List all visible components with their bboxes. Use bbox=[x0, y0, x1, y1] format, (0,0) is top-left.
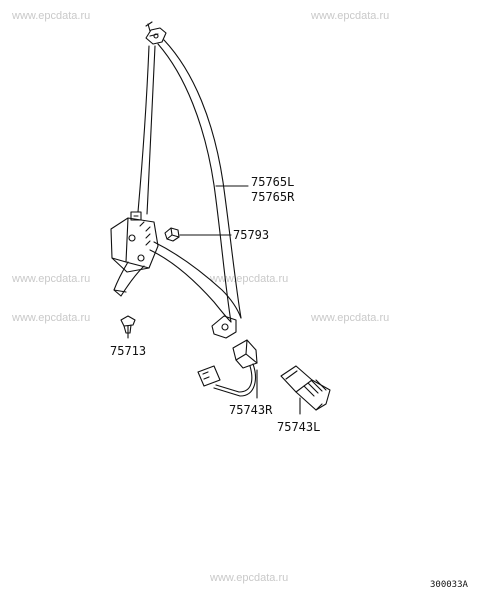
vertical-belt-webbing bbox=[137, 45, 156, 215]
part-number-label[interactable]: 75713 bbox=[110, 344, 147, 358]
lower-anchor-plate bbox=[211, 315, 237, 339]
watermark: www.epcdata.ru bbox=[210, 273, 289, 285]
watermark: www.epcdata.ru bbox=[12, 10, 91, 22]
watermark: www.epcdata.ru bbox=[210, 572, 289, 584]
part-number-label[interactable]: 75765L bbox=[251, 175, 295, 189]
part-number-label[interactable]: 75793 bbox=[233, 228, 270, 242]
bolt-75713 bbox=[120, 315, 136, 334]
buckle-assembly-left bbox=[280, 365, 331, 411]
diagram-code: 300033A bbox=[430, 580, 468, 590]
watermark: www.epcdata.ru bbox=[311, 10, 390, 22]
buckle-assembly-right bbox=[197, 339, 258, 397]
bolt-75793 bbox=[164, 227, 180, 242]
upper-anchor-d-ring bbox=[145, 21, 167, 45]
part-number-label[interactable]: 75743L bbox=[277, 420, 321, 434]
part-number-label[interactable]: 75765R bbox=[251, 190, 295, 204]
watermark: www.epcdata.ru bbox=[12, 312, 91, 324]
leader-lines bbox=[127, 185, 301, 415]
part-number-label[interactable]: 75743R bbox=[229, 403, 273, 417]
shoulder-belt-webbing bbox=[157, 39, 242, 323]
watermark: www.epcdata.ru bbox=[12, 273, 91, 285]
retractor-body bbox=[110, 211, 159, 273]
watermark: www.epcdata.ru bbox=[311, 312, 390, 324]
